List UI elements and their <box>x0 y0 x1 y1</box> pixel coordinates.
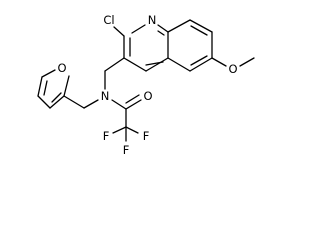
bond-furan-c3-c2-double <box>51 92 62 103</box>
bond-cf3-f1 <box>112 126 127 134</box>
bond-c8-c7 <box>189 19 213 33</box>
bond-c6-c5 <box>189 57 213 72</box>
bond-furan-c5-c4 <box>37 76 43 97</box>
bond-c8a-c8 <box>167 19 191 33</box>
bond-furan-c4-c3 <box>37 95 51 109</box>
atom-label-furan-oxygen: O <box>57 61 66 75</box>
bond-c8-c7-double <box>190 25 208 36</box>
bond-c4a-c4-double <box>145 61 164 66</box>
bond-o-ch3 <box>239 57 255 67</box>
bond-c2-cl <box>113 26 125 37</box>
bonds <box>37 19 255 142</box>
atom-label-fluorine-right: F <box>143 129 150 143</box>
chemical-structure-diagram: Cl N O O N O F F F <box>37 13 255 157</box>
bond-furan-c5-c4-double <box>43 80 48 96</box>
atom-labels: Cl N O O N O F F F <box>57 13 237 157</box>
atom-label-fluorine-left: F <box>103 129 110 143</box>
bond-n-ch2f <box>83 99 99 109</box>
bond-n1-c8a-double <box>157 30 165 36</box>
bond-n1-c8a <box>157 24 169 33</box>
bond-c4a-c4 <box>145 57 169 72</box>
atom-label-fluorine-bottom: F <box>123 143 130 157</box>
bond-furan-c2-o <box>63 75 70 97</box>
bond-carbonyl-o <box>125 99 142 110</box>
bond-c5-c4a <box>167 57 191 72</box>
bond-c3-ch2 <box>104 57 125 72</box>
bond-cf3-f2 <box>125 126 139 134</box>
bond-c4-c3 <box>123 57 147 72</box>
atom-label-amide-nitrogen: N <box>101 89 110 103</box>
atom-label-carbonyl-oxygen: O <box>143 89 152 103</box>
bond-c6-o <box>211 57 227 67</box>
bond-c6-c5-double <box>190 55 208 66</box>
bond-c2-n1 <box>131 24 146 34</box>
bond-ch2f-furanc2 <box>63 95 85 109</box>
bond-n-carbonyl <box>111 99 127 110</box>
bond-furan-o-c5 <box>41 69 56 78</box>
bond-carbonyl-o-double <box>125 94 140 104</box>
atom-label-ring-nitrogen: N <box>148 13 157 27</box>
bond-furan-c3-c2 <box>49 95 65 109</box>
atom-label-methoxy-oxygen: O <box>228 62 237 76</box>
atom-label-chlorine: Cl <box>103 13 114 27</box>
